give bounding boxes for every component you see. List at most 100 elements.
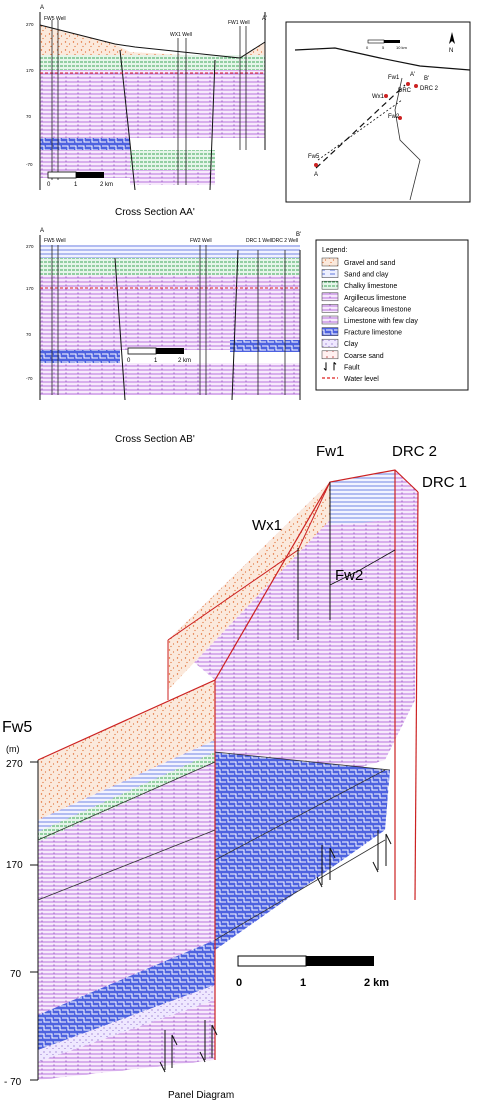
legend-label: Gravel and sand: [344, 260, 395, 267]
wadi-line: [394, 77, 421, 201]
map-label: Fw5: [308, 154, 320, 160]
well-label: Fw5: [2, 719, 32, 736]
legend-label: Fault: [344, 364, 360, 371]
panel-scale-bar: 0 1 2 km: [236, 955, 389, 989]
well-label: DRC 1: [422, 474, 467, 491]
scale-bar: 0 1 2 km: [127, 347, 191, 364]
section-end-label: B': [296, 232, 301, 238]
section-end-label: A: [40, 5, 44, 11]
legend-swatch: [321, 257, 339, 267]
section-end-label: A: [40, 228, 44, 234]
legend-label: Fracture limestone: [344, 330, 402, 337]
legend-item: Fracture limestone: [321, 327, 402, 337]
legend-swatch: [321, 269, 339, 278]
section-title: Cross Section AB': [115, 434, 195, 445]
well-label: Fw2: [335, 567, 363, 584]
well-label: FW1 Well: [228, 20, 250, 26]
limestone-layer-3: [130, 170, 215, 185]
section-title: Cross Section AA': [115, 207, 195, 218]
legend-heading: Legend:: [322, 247, 347, 254]
chalky-layer-2: [130, 150, 215, 170]
legend-label: Argillecus limestone: [344, 295, 406, 302]
legend-swatch: [321, 304, 339, 313]
well-label: FW2 Well: [190, 238, 212, 244]
svg-text:0: 0: [47, 182, 51, 188]
svg-text:1: 1: [300, 977, 306, 989]
legend-swatch: [321, 327, 339, 336]
legend-swatch: [321, 338, 339, 348]
well-label: Fw1: [316, 443, 344, 460]
back-panel: [168, 470, 418, 810]
panel-diagram: Fw5 Wx1 Fw1 DRC 2 DRC 1 Fw2 (m) 270 170 …: [2, 443, 467, 1101]
legend-item: Limestone with few clay: [321, 315, 418, 325]
legend-label: Coarse sand: [344, 353, 384, 360]
svg-text:0: 0: [236, 977, 242, 989]
fault-line: [209, 59, 216, 191]
map-label: Fw1: [388, 75, 400, 81]
legend-swatch: [321, 280, 339, 290]
fracture-layer-2: [230, 340, 300, 352]
front-fracture: [38, 940, 215, 1050]
well-label: DRC 1 Well: [246, 238, 272, 244]
well-label: WX1 Well: [170, 32, 192, 38]
fault-icon: [323, 362, 337, 371]
well-label: DRC 2 Well: [272, 238, 298, 244]
svg-text:2 km: 2 km: [364, 977, 389, 989]
front-gravel: [38, 680, 215, 820]
legend-label: Calcareous limestone: [344, 306, 411, 313]
limestone-layer: [40, 275, 300, 350]
map-label: DRC 2: [420, 86, 439, 92]
front-sand-clay: [38, 740, 215, 832]
elevation-label: - 70: [4, 1077, 22, 1088]
legend-label: Sand and clay: [344, 272, 389, 279]
legend-item: Chalky limestone: [321, 280, 397, 290]
fracture-layer: [40, 138, 130, 150]
legend-item: Argillecus limestone: [321, 292, 406, 302]
legend-item: Coarse sand: [321, 350, 384, 360]
svg-text:1: 1: [154, 358, 158, 364]
gravel-layer: [40, 25, 265, 58]
back-gravel: [168, 482, 330, 690]
svg-text:0: 0: [366, 45, 369, 50]
legend-item: Clay: [321, 338, 359, 348]
location-map: Fw1 Wx1 DRC DRC 2 Fw2 Fw5 A A' B' 0 5 10…: [285, 21, 471, 203]
chalky-layer: [40, 258, 300, 275]
elevation-label: 70: [26, 114, 32, 119]
elevation-label: 70: [10, 969, 22, 980]
well-label: FW5 Well: [44, 238, 66, 244]
legend-item: Sand and clay: [321, 269, 389, 279]
legend-swatch: [321, 292, 339, 302]
legend-label: Limestone with few clay: [344, 318, 418, 325]
elevation-label: -70: [26, 376, 33, 381]
svg-text:N: N: [449, 48, 453, 54]
map-label: DRC: [398, 88, 412, 94]
legend-item: Gravel and sand: [321, 257, 395, 267]
limestone-layer-2: [40, 363, 300, 395]
fracture-layer: [40, 350, 120, 363]
elevation-label: 270: [6, 759, 23, 770]
legend-item: Fault: [323, 362, 360, 371]
map-scale-bar: 0 5 10 km: [366, 39, 408, 50]
limestone-layer-2: [40, 150, 130, 178]
chalky-layer: [40, 55, 265, 70]
map-point-label: A: [314, 172, 318, 178]
sand-clay-layer: [40, 245, 300, 258]
elevation-label: -70: [26, 162, 33, 167]
section-line-aa: [317, 99, 403, 161]
map-point-label: A': [410, 72, 415, 78]
elevation-label: 170: [26, 68, 34, 73]
fault-line: [114, 257, 126, 401]
svg-text:2 km: 2 km: [100, 182, 113, 188]
svg-text:1: 1: [74, 182, 78, 188]
legend-swatch: [321, 315, 339, 325]
middle-fracture: [215, 752, 390, 950]
map-label: Wx1: [372, 94, 385, 100]
elevation-label: 70: [26, 332, 32, 337]
legend-item: Calcareous limestone: [321, 304, 411, 313]
elevation-label: 170: [26, 286, 34, 291]
svg-text:0: 0: [127, 358, 131, 364]
legend-item: Water level: [322, 376, 379, 383]
